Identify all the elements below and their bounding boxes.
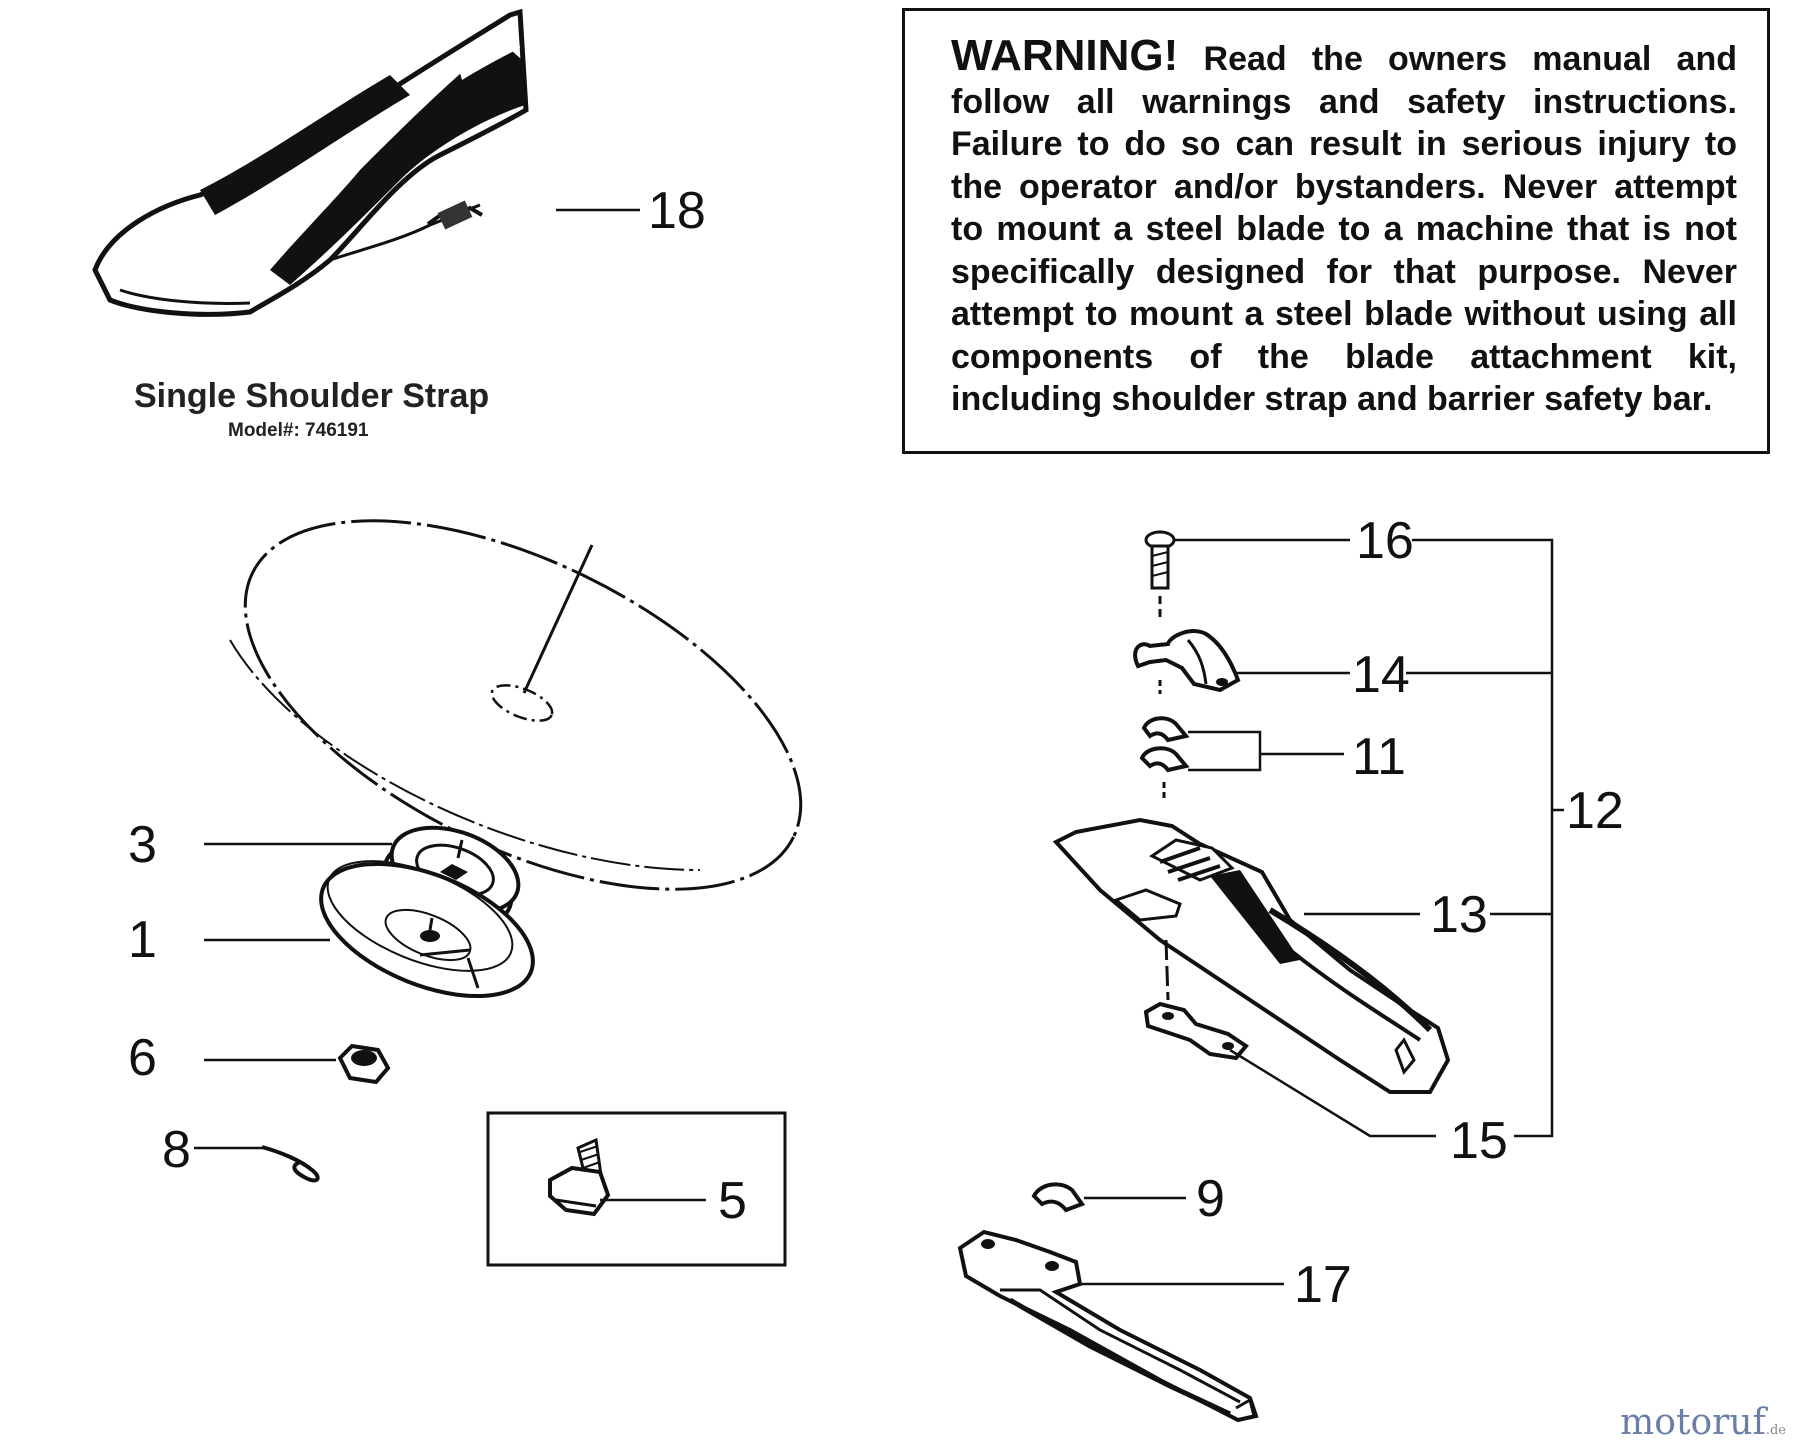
callout-15: 15: [1450, 1112, 1508, 1170]
bolt-illustration: [548, 1137, 611, 1217]
steel-blade-illustration: [229, 519, 803, 891]
upper-clamp-illustration: [1133, 629, 1241, 694]
callout-9: 9: [1196, 1170, 1225, 1228]
callout-1: 1: [128, 911, 157, 969]
watermark-text: motoruf: [1620, 1402, 1766, 1443]
barrier-bar-illustration: [957, 1229, 1259, 1423]
callout-14: 14: [1352, 646, 1410, 704]
bolt-inset-box: [486, 1111, 787, 1267]
callout-12: 12: [1566, 782, 1624, 840]
shoulder-strap-illustration: [92, 8, 529, 317]
watermark: motoruf.de: [1620, 1402, 1786, 1443]
nut-illustration: [337, 1043, 391, 1085]
blade-guard-illustration: [1052, 817, 1451, 1094]
cup-washer-illustration: [319, 860, 535, 999]
strap-model: Model#: 746191: [228, 420, 369, 441]
watermark-suffix: .de: [1765, 1423, 1786, 1438]
callout-17: 17: [1294, 1256, 1352, 1314]
strap-title: Single Shoulder Strap: [134, 377, 489, 415]
leader-11: [1188, 730, 1262, 772]
lower-clamp-illustration: [1143, 1001, 1249, 1061]
leader-15: [1229, 1048, 1436, 1138]
callout-11: 11: [1352, 728, 1406, 786]
cotter-pin-illustration: [261, 1145, 320, 1183]
callout-16: 16: [1356, 512, 1414, 570]
small-clip-illustration: [1031, 1182, 1086, 1213]
callout-3: 3: [128, 816, 157, 874]
callout-5: 5: [718, 1172, 747, 1230]
clips-illustration: [1139, 716, 1190, 800]
callout-6: 6: [128, 1029, 157, 1087]
bracket-12: [1412, 538, 1554, 1138]
callout-8: 8: [162, 1121, 191, 1179]
screw-illustration: [1144, 530, 1176, 620]
warning-heading: WARNING!: [951, 31, 1179, 80]
callout-18: 18: [648, 182, 706, 240]
warning-body: Read the owners manual and follow all wa…: [951, 40, 1737, 418]
warning-text: WARNING! Read the owners manual and foll…: [951, 34, 1737, 421]
callout-13: 13: [1430, 886, 1488, 944]
warning-box: WARNING! Read the owners manual and foll…: [902, 8, 1770, 454]
